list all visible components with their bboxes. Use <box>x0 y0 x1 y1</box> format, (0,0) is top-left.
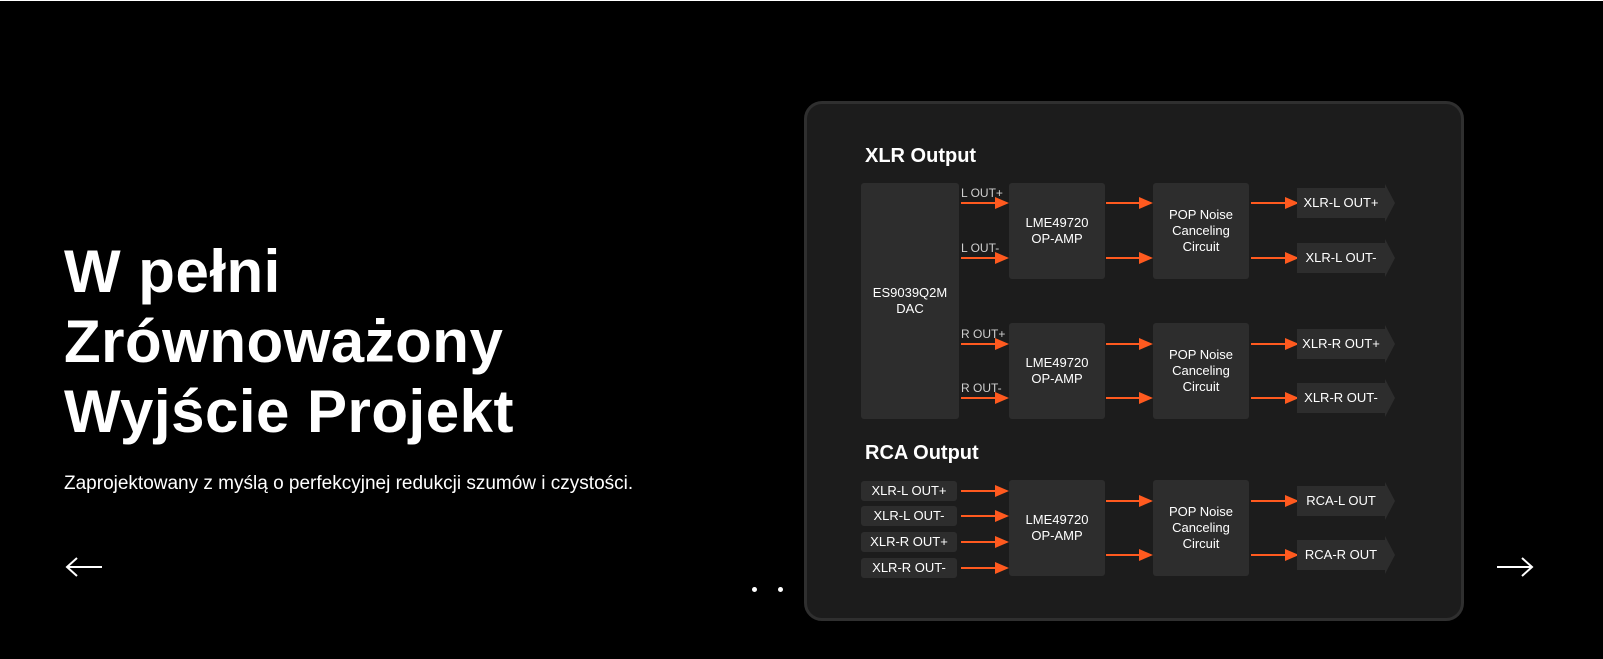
signal-label: R OUT- <box>961 381 1002 395</box>
dac-type-label: DAC <box>896 301 924 316</box>
output-label: RCA-L OUT <box>1306 493 1376 508</box>
output-diagram: XLR Output RCA Output ES9039Q2M DAC L OU… <box>804 101 1464 621</box>
opamp-chip-label: LME49720 <box>1025 512 1089 527</box>
rca-input-label: XLR-L OUT- <box>861 506 957 526</box>
opamp-type-label: OP-AMP <box>1031 231 1083 246</box>
output-arrow: XLR-L OUT- <box>1297 239 1397 277</box>
headline-line: W pełni <box>64 238 281 305</box>
pop-label: POP Noise <box>1168 347 1234 362</box>
pagination-dot[interactable] <box>778 586 783 592</box>
opamp-chip-label: LME49720 <box>1025 355 1089 370</box>
rca-input-label: XLR-L OUT+ <box>861 481 957 501</box>
output-label: XLR-R OUT+ <box>1302 336 1380 351</box>
output-label: XLR-L OUT- <box>1305 250 1377 265</box>
signal-label: L OUT+ <box>961 186 1003 200</box>
output-arrow: RCA-R OUT <box>1297 536 1397 574</box>
rca-output-title: RCA Output <box>865 442 979 464</box>
pop-label: Circuit <box>1182 379 1220 394</box>
output-arrow: XLR-L OUT+ <box>1297 184 1397 222</box>
pop-label: POP Noise <box>1168 504 1234 519</box>
prev-slide-button[interactable] <box>64 555 108 579</box>
headline-line: Zrównoważony <box>64 308 504 375</box>
pagination-dot[interactable] <box>752 586 757 592</box>
rca-input-label: XLR-R OUT- <box>861 558 957 578</box>
pop-label: Canceling <box>1172 223 1230 238</box>
hero-headline: W pełni Zrównoważony Wyjście Projekt <box>64 237 514 447</box>
rca-input-label: XLR-R OUT+ <box>861 532 957 552</box>
xlr-output-title: XLR Output <box>865 145 977 167</box>
pop-label: POP Noise <box>1168 207 1234 222</box>
hero-subtitle: Zaprojektowany z myślą o perfekcyjnej re… <box>64 473 634 494</box>
output-arrow: RCA-L OUT <box>1297 482 1397 520</box>
signal-label: R OUT+ <box>961 327 1006 341</box>
signal-label: L OUT- <box>961 241 1000 255</box>
opamp-chip-label: LME49720 <box>1025 215 1089 230</box>
opamp-type-label: OP-AMP <box>1031 371 1083 386</box>
output-arrow: XLR-R OUT+ <box>1297 325 1397 363</box>
output-label: XLR-R OUT- <box>1304 390 1378 405</box>
output-label: RCA-R OUT <box>1304 547 1378 562</box>
opamp-type-label: OP-AMP <box>1031 528 1083 543</box>
next-slide-button[interactable] <box>1494 555 1538 579</box>
output-label: XLR-L OUT+ <box>1303 195 1379 210</box>
signal-wires <box>961 197 1299 574</box>
dac-chip-label: ES9039Q2M <box>872 285 948 300</box>
output-arrow: XLR-R OUT- <box>1297 379 1397 417</box>
pop-label: Canceling <box>1172 363 1230 378</box>
headline-line: Wyjście Projekt <box>64 378 514 445</box>
dac-block: ES9039Q2M DAC <box>861 183 959 419</box>
pop-label: Canceling <box>1172 520 1230 535</box>
arrow-right-icon <box>1497 557 1534 577</box>
pop-label: Circuit <box>1182 239 1220 254</box>
arrow-left-icon <box>65 557 102 577</box>
pop-label: Circuit <box>1182 536 1220 551</box>
